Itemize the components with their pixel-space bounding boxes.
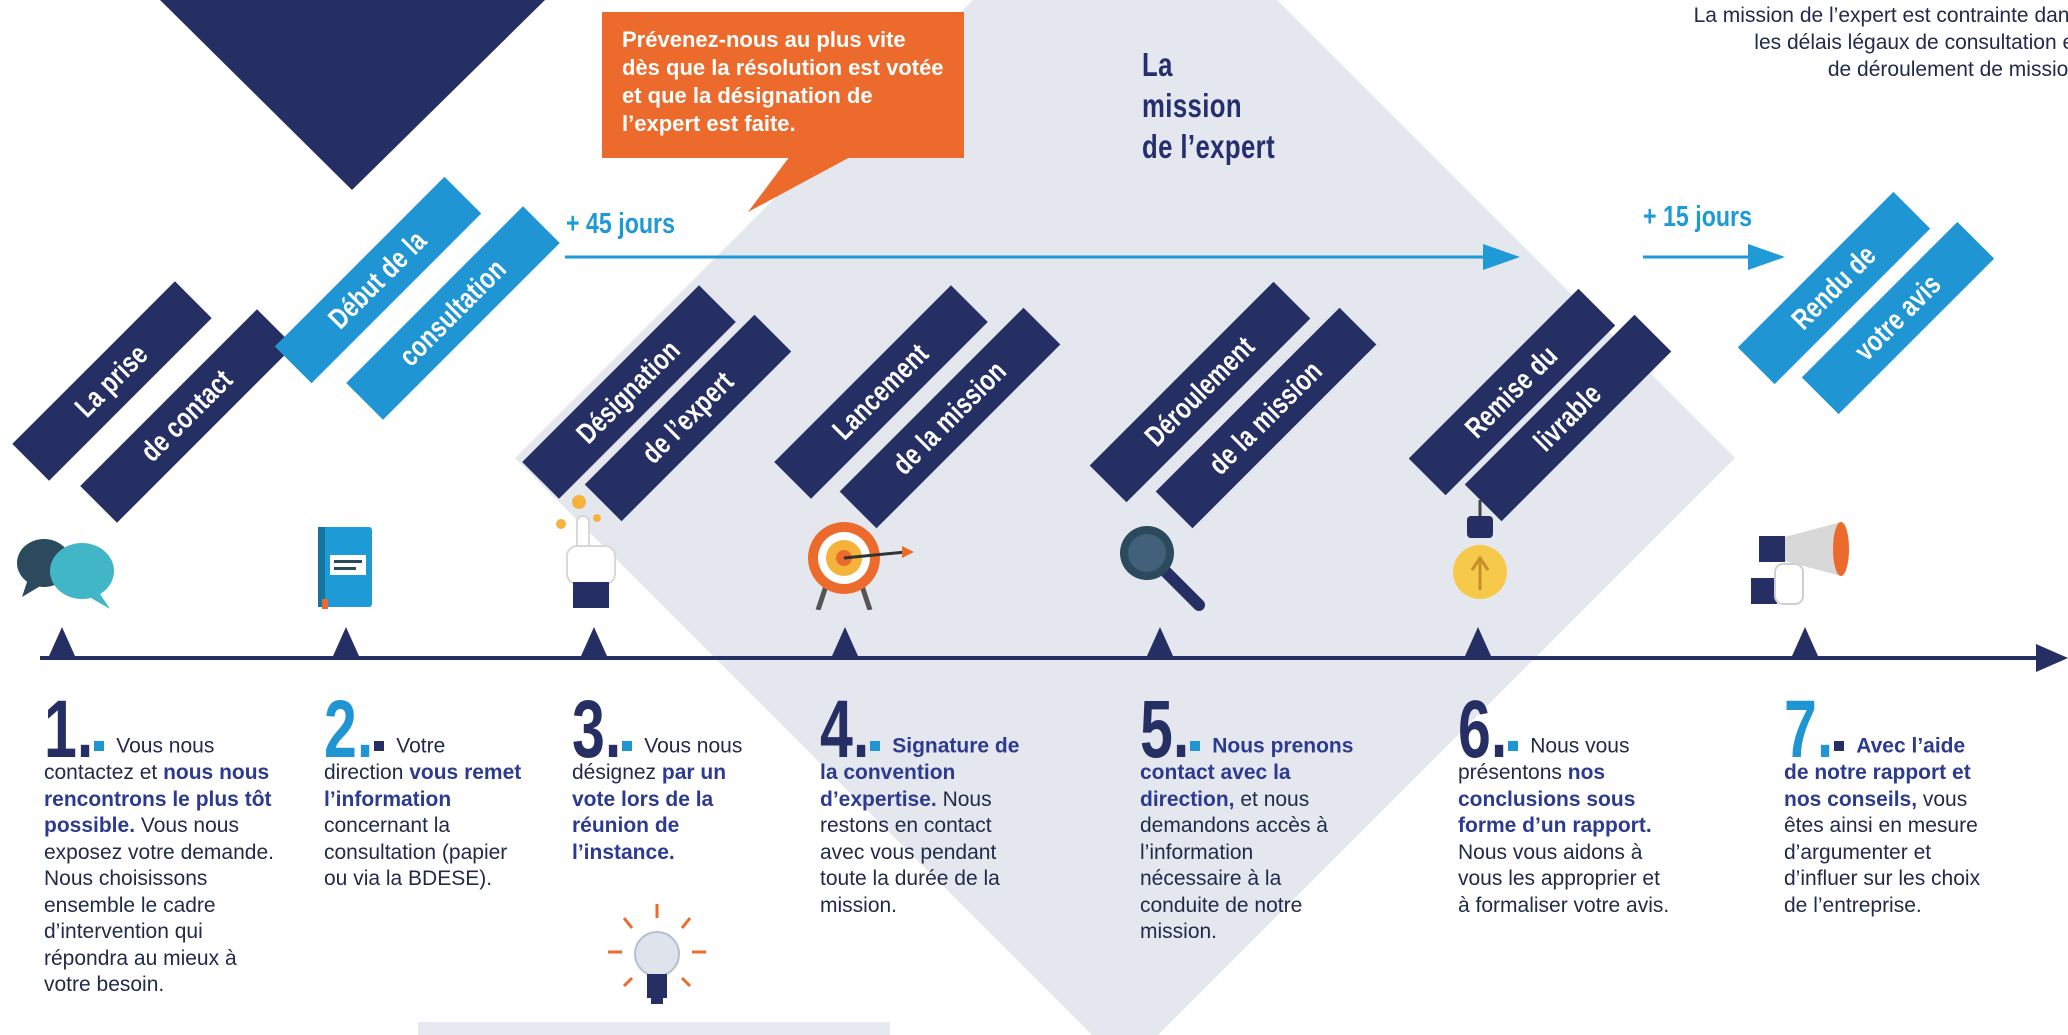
light-bulb-icon	[1453, 500, 1507, 599]
step-2-emphasis: vous remet l’information	[324, 761, 522, 811]
step-4-number: 4.	[820, 684, 870, 775]
step-1-intro: Vous nous contactez et	[44, 734, 215, 785]
duration-arrow-15-head	[1748, 244, 1785, 270]
speech-bubbles-icon	[17, 539, 114, 609]
magnifier-icon	[1120, 526, 1205, 611]
step-4-description: 4. Signature de la convention d’expertis…	[820, 684, 1020, 919]
step-7-rest: vous êtes ainsi en mesure d’argumenter e…	[1784, 787, 1981, 917]
duration-15-days: + 15 jours	[1643, 201, 1752, 233]
mission-label: La mission de l’expert	[1142, 44, 1275, 167]
duration-45-days: + 45 jours	[566, 208, 675, 240]
step-6-intro: Nous vous présentons	[1458, 734, 1630, 785]
step-2-rest: concernant la consultation (papier ou vi…	[324, 814, 508, 890]
timeline-marker-2	[333, 627, 359, 656]
timeline-marker-4	[832, 627, 858, 656]
step-5-rest: et nous demandons accès à l’information …	[1140, 787, 1328, 944]
target-icon	[808, 522, 914, 610]
step-3-number: 3.	[572, 684, 622, 775]
timeline-marker-1	[49, 627, 75, 656]
step-3-emphasis: par un vote lors de la réunion de l’inst…	[572, 761, 727, 864]
step-7-emphasis: Avec l’aide de notre rapport et nos cons…	[1784, 734, 1971, 811]
legal-deadlines-note: La mission de l’expert est contrainte da…	[1560, 2, 2068, 83]
mission-diamond	[515, 0, 1735, 1035]
callout-pointer	[748, 156, 852, 212]
timeline-marker-3	[581, 627, 607, 656]
note-line-3: de déroulement de mission	[1827, 58, 2068, 81]
step-5-number: 5.	[1140, 684, 1190, 775]
note-line-2: les délais légaux de consultation et	[1754, 31, 2068, 54]
mission-label-line-3: de l’expert	[1142, 128, 1276, 165]
navy-corner-triangle	[160, 0, 545, 190]
timeline-marker-5	[1147, 627, 1173, 656]
step-6-rest: Nous vous aidons à vous les approprier e…	[1458, 840, 1670, 917]
step-1-number: 1.	[44, 684, 94, 775]
timeline-marker-6	[1465, 627, 1491, 656]
pointing-hand-icon	[556, 495, 616, 608]
timeline-arrow-head	[2036, 644, 2068, 672]
step-2-number: 2.	[324, 684, 374, 775]
step-1-description: 1. Vous nous contactez et nous nous renc…	[44, 684, 274, 999]
step-2-intro: Votre direction	[324, 734, 446, 785]
step-5-emphasis: Nous prenons contact avec la direction,	[1140, 734, 1354, 811]
mission-label-line-2: mission	[1142, 87, 1242, 124]
step-6-number: 6.	[1458, 684, 1508, 775]
callout-text: Prévenez-nous au plus vite dès que la ré…	[622, 27, 944, 136]
step-5-description: 5. Nous prenons contact avec la directio…	[1140, 684, 1355, 946]
note-line-1: La mission de l’expert est contrainte da…	[1693, 4, 2068, 27]
step-4-emphasis: Signature de la convention d’expertise.	[820, 734, 1020, 811]
light-bulb-outline-icon	[608, 904, 706, 1004]
step-7-number: 7.	[1784, 684, 1834, 775]
step-1-rest: Vous nous exposez votre demande. Nous ch…	[44, 814, 274, 996]
step-3-intro: Vous nous désignez	[572, 734, 743, 785]
tip-box	[418, 1022, 890, 1035]
step-3-description: 3. Vous nous désignez par un vote lors d…	[572, 684, 772, 866]
timeline-marker-7	[1792, 627, 1818, 656]
duration-arrow-45-head	[1483, 244, 1520, 270]
mission-label-line-1: La	[1142, 46, 1173, 83]
step-1-emphasis: nous nous rencontrons le plus tôt possib…	[44, 761, 272, 837]
megaphone-icon	[1751, 522, 1849, 605]
step-6-emphasis: nos conclusions sous forme d’un rapport.	[1458, 761, 1652, 837]
step-6-description: 6. Nous vous présentons nos conclusions …	[1458, 684, 1670, 919]
alert-callout: Prévenez-nous au plus vite dès que la ré…	[602, 12, 964, 158]
step-4-rest: Nous restons en contact avec vous pendan…	[820, 787, 1000, 917]
step-7-description: 7. Avec l’aide de notre rapport et nos c…	[1784, 684, 1994, 919]
book-icon	[318, 527, 372, 609]
step-2-description: 2. Votre direction vous remet l’informat…	[324, 684, 529, 893]
